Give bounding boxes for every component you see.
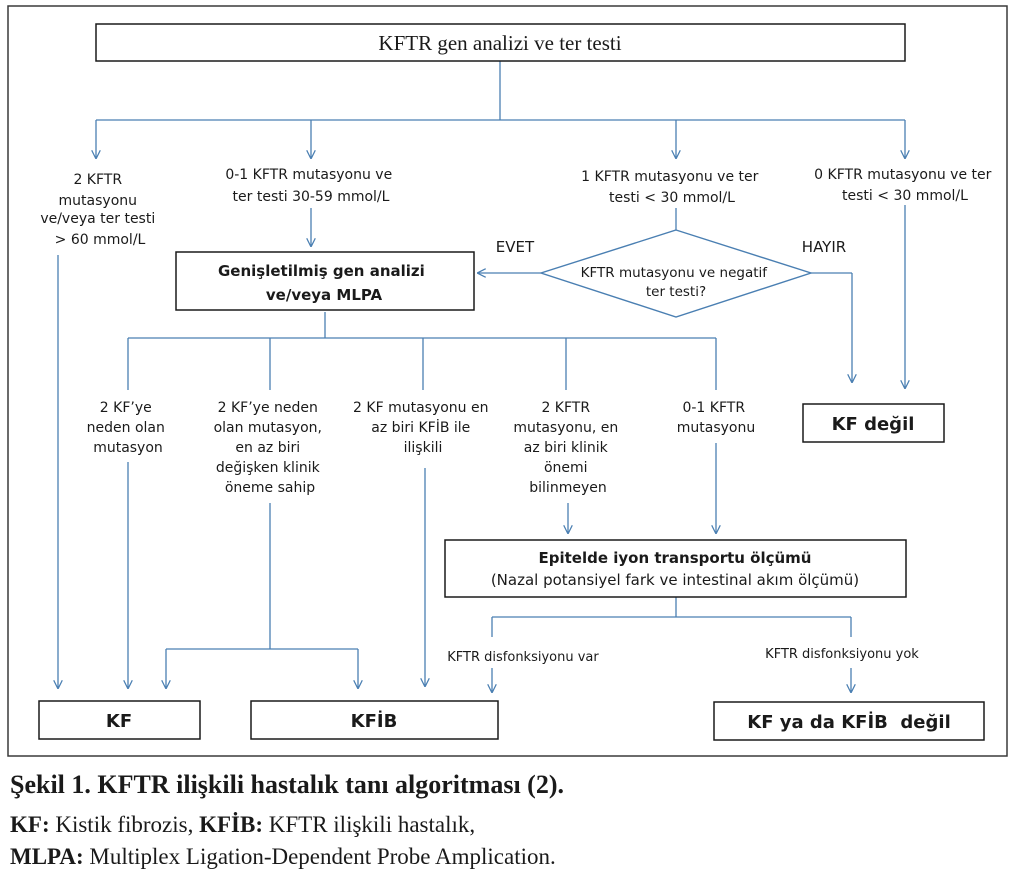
branch-label-zero-mutation: 0 KFTR mutasyonu ve ter testi < 30 mmol/… bbox=[814, 167, 996, 204]
dysfunction-absent-label: KFTR disfonksiyonu yok bbox=[765, 647, 919, 662]
sub-branch-kfib: 2 KF mutasyonu en az biri KFİB ile ilişk… bbox=[353, 400, 493, 456]
sub-branch-line: mutasyonu, en bbox=[513, 420, 618, 436]
sub-branch-line: mutasyonu bbox=[677, 420, 755, 436]
sub-branch-line: önemi bbox=[544, 460, 588, 476]
extended-analysis-line: Genişletilmiş gen analizi bbox=[218, 262, 425, 280]
extended-analysis-box bbox=[175, 251, 475, 311]
dysfunction-present-label: KFTR disfonksiyonu var bbox=[447, 650, 599, 665]
caption-text-mlpa: Multiplex Ligation-Dependent Probe Ampli… bbox=[83, 844, 556, 869]
figure-caption-abbrev-2: MLPA: Multiplex Ligation-Dependent Probe… bbox=[10, 844, 556, 870]
branch-label-line: > 60 mmol/L bbox=[55, 232, 146, 248]
caption-key-mlpa: MLPA: bbox=[10, 844, 84, 869]
sub-branch-line: öneme sahip bbox=[225, 480, 315, 496]
branch-label-line: testi < 30 mmol/L bbox=[609, 190, 735, 206]
sub-branch-line: 2 KF’ye bbox=[100, 400, 152, 416]
start-box-label: KFTR gen analizi ve ter testi bbox=[378, 31, 621, 55]
branch-label-line: 0 KFTR mutasyonu ve ter bbox=[814, 167, 991, 183]
decision-line: ter testi? bbox=[646, 284, 706, 300]
sub-branch-line: ilişkili bbox=[404, 440, 443, 456]
caption-key-kf: KF: bbox=[10, 812, 50, 837]
outcome-neither-label: KF ya da KFİB değil bbox=[747, 711, 950, 733]
sub-branch-line: değişken klinik bbox=[216, 460, 321, 476]
sub-branch-line: az biri klinik bbox=[524, 440, 609, 456]
outcome-kfib-box bbox=[250, 700, 499, 740]
sub-branch-line: 2 KF mutasyonu en bbox=[353, 400, 488, 416]
sub-branch-line: neden olan bbox=[87, 420, 165, 436]
figure-caption-title: Şekil 1. KFTR ilişkili hastalık tanı alg… bbox=[10, 770, 564, 799]
sub-branch-unknown: 2 KFTR mutasyonu, en az biri klinik önem… bbox=[513, 400, 622, 496]
decision-diamond bbox=[538, 229, 814, 318]
decision-line: KFTR mutasyonu ve negatif bbox=[581, 265, 769, 281]
branch-label-line: 0-1 KFTR mutasyonu ve bbox=[225, 167, 392, 183]
sub-branch-cf-causing: 2 KF’ye neden olan mutasyon bbox=[87, 400, 170, 456]
figure-caption-abbrev-1: KF: Kistik fibrozis, KFİB: KFTR ilişkili… bbox=[10, 812, 475, 838]
sub-branch-zero-one: 0-1 KFTR mutasyonu bbox=[677, 400, 755, 436]
not-cf-box bbox=[802, 403, 945, 443]
epithelial-measurement-title: Epitelde iyon transportu ölçümü bbox=[538, 549, 811, 567]
branch-label-one-mutation: 1 KFTR mutasyonu ve ter testi < 30 mmol/… bbox=[581, 169, 763, 206]
connectors bbox=[58, 61, 905, 692]
branch-label-line: 1 KFTR mutasyonu ve ter bbox=[581, 169, 758, 185]
branch-label-line: ter testi 30-59 mmol/L bbox=[233, 189, 390, 205]
decision-label: KFTR mutasyonu ve negatif ter testi? bbox=[581, 265, 772, 300]
sub-branch-line: olan mutasyon, bbox=[214, 420, 322, 436]
sub-branch-line: az biri KFİB ile bbox=[371, 418, 470, 436]
extended-analysis-line: ve/veya MLPA bbox=[266, 286, 383, 304]
branch-label-intermediate: 0-1 KFTR mutasyonu ve ter testi 30-59 mm… bbox=[225, 167, 396, 205]
start-box bbox=[95, 23, 906, 62]
epithelial-measurement-subtitle: (Nazal potansiyel fark ve intestinal akı… bbox=[491, 571, 859, 589]
outcome-kf-box bbox=[38, 700, 201, 740]
extended-analysis-label: Genişletilmiş gen analizi ve/veya MLPA bbox=[218, 262, 430, 304]
sub-branch-line: 2 KFTR bbox=[541, 400, 590, 416]
caption-text-kf: Kistik fibrozis, bbox=[49, 812, 200, 837]
caption-key-kfib: KFİB: bbox=[199, 812, 263, 837]
outcome-kfib-label: KFİB bbox=[351, 710, 398, 732]
branch-label-line: testi < 30 mmol/L bbox=[842, 188, 968, 204]
sub-branch-line: 2 KF’ye neden bbox=[218, 400, 318, 416]
sub-branch-line: en az biri bbox=[235, 440, 300, 456]
decision-no-label: HAYIR bbox=[802, 238, 846, 256]
sub-branch-variable: 2 KF’ye neden olan mutasyon, en az biri … bbox=[214, 400, 327, 496]
decision-yes-label: EVET bbox=[496, 238, 535, 256]
branch-label-line: mutasyonu bbox=[59, 193, 137, 209]
sub-branch-line: bilinmeyen bbox=[529, 480, 606, 496]
branch-label-line: ve/veya ter testi bbox=[40, 211, 155, 227]
caption-text-kfib: KFTR ilişkili hastalık, bbox=[263, 812, 476, 837]
epithelial-measurement-box bbox=[444, 539, 907, 598]
outcome-neither-box bbox=[713, 701, 985, 741]
sub-branch-line: mutasyon bbox=[93, 440, 163, 456]
flowchart-diagram: KFTR gen analizi ve ter testi 2 KFTR mut… bbox=[7, 5, 1008, 757]
figure-frame bbox=[7, 5, 1008, 757]
outcome-kf-label: KF bbox=[106, 711, 132, 732]
not-cf-label: KF değil bbox=[832, 414, 915, 435]
branch-label-line: 2 KFTR bbox=[73, 172, 122, 188]
sub-branch-line: 0-1 KFTR bbox=[682, 400, 745, 416]
branch-label-two-mutations: 2 KFTR mutasyonu ve/veya ter testi > 60 … bbox=[40, 172, 159, 248]
